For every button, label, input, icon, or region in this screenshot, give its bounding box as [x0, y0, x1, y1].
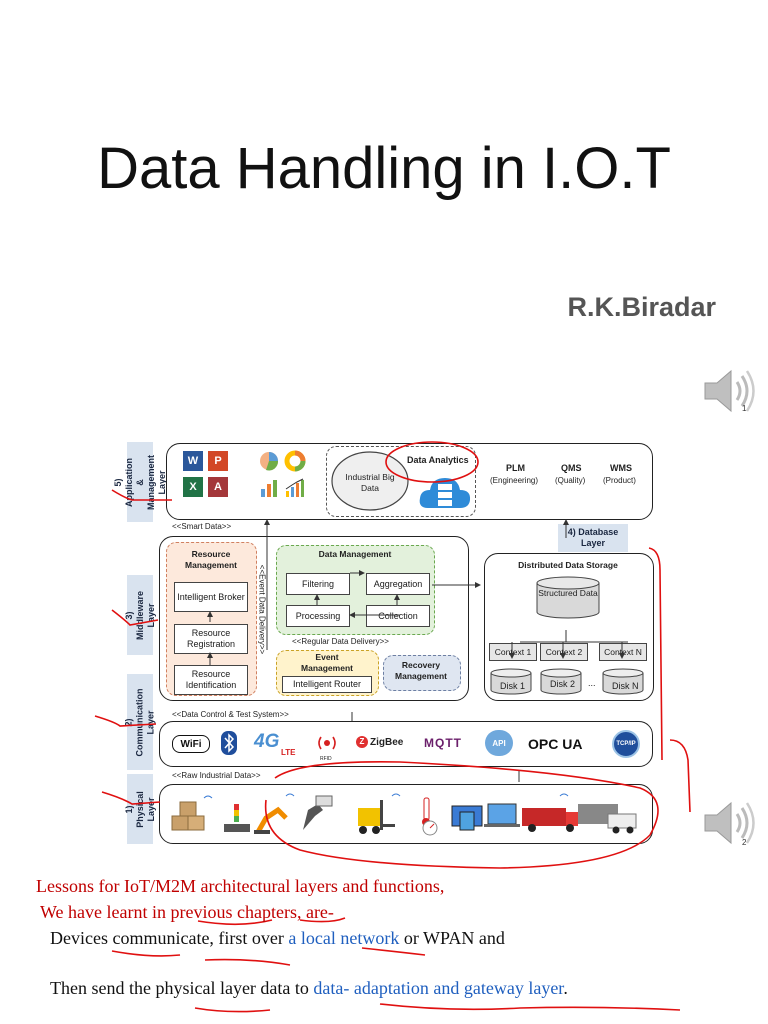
storage-title: Distributed Data Storage [518, 560, 618, 570]
disk-ellipsis: ... [588, 678, 596, 688]
recovery-management-label: Recovery Management [395, 660, 447, 681]
excel-icon: X [183, 477, 203, 497]
structured-data-label: Structured Data [538, 588, 598, 598]
raw-industrial-data-label: <<Raw Industrial Data>> [172, 771, 261, 780]
author-name: R.K.Biradar [567, 292, 716, 322]
resource-management-title: Resource Management [185, 549, 237, 570]
context-1-box: Context 1 [489, 643, 537, 661]
bluetooth-icon [221, 731, 237, 755]
event-management-title: Event Management [301, 652, 353, 673]
structured-data-cylinder [536, 576, 600, 619]
wifi-logo: WiFi [172, 735, 210, 753]
smart-data-label: <<Smart Data>> [172, 522, 232, 531]
bullet-2-text-c: . [563, 978, 568, 998]
resource-identification-box: Resource Identification [174, 665, 248, 695]
data-control-test-label: <<Data Control & Test System>> [172, 710, 289, 719]
context-2-box: Context 2 [540, 643, 588, 661]
regular-data-delivery-label: <<Regular Data Delivery>> [292, 637, 389, 646]
bullet-1-text-c: or WPAN and [399, 928, 505, 948]
big-data-label: Industrial Big Data [345, 472, 395, 493]
slide-number: 1 [742, 404, 747, 413]
speaker-icon[interactable] [703, 800, 755, 846]
disk-1-label: Disk 1 [500, 681, 526, 691]
lesson-line-2: We have learnt in previous chapters, are… [40, 902, 334, 922]
tcpip-logo: TCP/IP [612, 730, 640, 758]
disk-n-label: Disk N [612, 681, 639, 691]
slide-number: 2 [742, 838, 747, 847]
word-icon: W [183, 451, 203, 471]
local-network-link[interactable]: a local network [288, 928, 400, 948]
resource-registration-box: Resource Registration [174, 624, 248, 654]
rfid-icon [318, 736, 336, 750]
communication-layer-box [159, 721, 653, 767]
qms-label: QMS [561, 463, 582, 473]
gateway-layer-link[interactable]: data- adaptation and gateway layer [313, 978, 564, 998]
storage-disks [490, 668, 644, 695]
disk-2-label: Disk 2 [550, 679, 576, 689]
plm-sub-label: (Engineering) [490, 476, 539, 485]
intelligent-broker-box: Intelligent Broker [174, 582, 248, 612]
physical-devices-icons [171, 793, 637, 836]
bullet-point-1: Devices communicate, first over a local … [40, 928, 505, 949]
slide-title: Data Handling in I.O.T [97, 136, 671, 201]
bar-chart-icon [261, 480, 277, 497]
bar-chart-icon [285, 478, 304, 497]
qms-sub-label: (Quality) [555, 476, 586, 485]
context-n-box: Context N [599, 643, 647, 661]
wms-sub-label: (Product) [603, 476, 636, 485]
pie-chart-icon [260, 452, 279, 471]
opc-ua-logo: OPC UA [528, 736, 583, 752]
bullet-1-text-a: Devices communicate, first over [50, 928, 289, 948]
mqtt-logo: MQTT [424, 736, 462, 750]
cloud-server-icon [419, 478, 471, 508]
data-management-title: Data Management [318, 549, 392, 559]
intelligent-router-box: Intelligent Router [282, 676, 372, 693]
layer-tag-application: 5) Application & Management Layer [113, 442, 167, 522]
powerpoint-icon: P [208, 451, 228, 471]
donut-chart-icon [284, 450, 306, 472]
bullet-point-2: Then send the physical layer data to dat… [40, 978, 568, 999]
access-icon: A [208, 477, 228, 497]
wms-label: WMS [610, 463, 632, 473]
lesson-line-1: Lessons for IoT/M2M architectural layers… [36, 876, 445, 896]
layer-tag-physical: 1) Physical Layer [124, 774, 156, 844]
speaker-icon[interactable] [703, 368, 755, 414]
recovery-management-group [383, 655, 461, 691]
layer-tag-database: 4) Database Layer [558, 524, 628, 552]
rfid-label: RFID [320, 756, 332, 762]
api-logo: API [485, 730, 513, 756]
bullet-2-text-a: Then send the physical layer data to [50, 978, 314, 998]
plm-label: PLM [506, 463, 525, 473]
lte-label: LTE [281, 748, 296, 757]
4g-logo: 4G [254, 731, 280, 752]
